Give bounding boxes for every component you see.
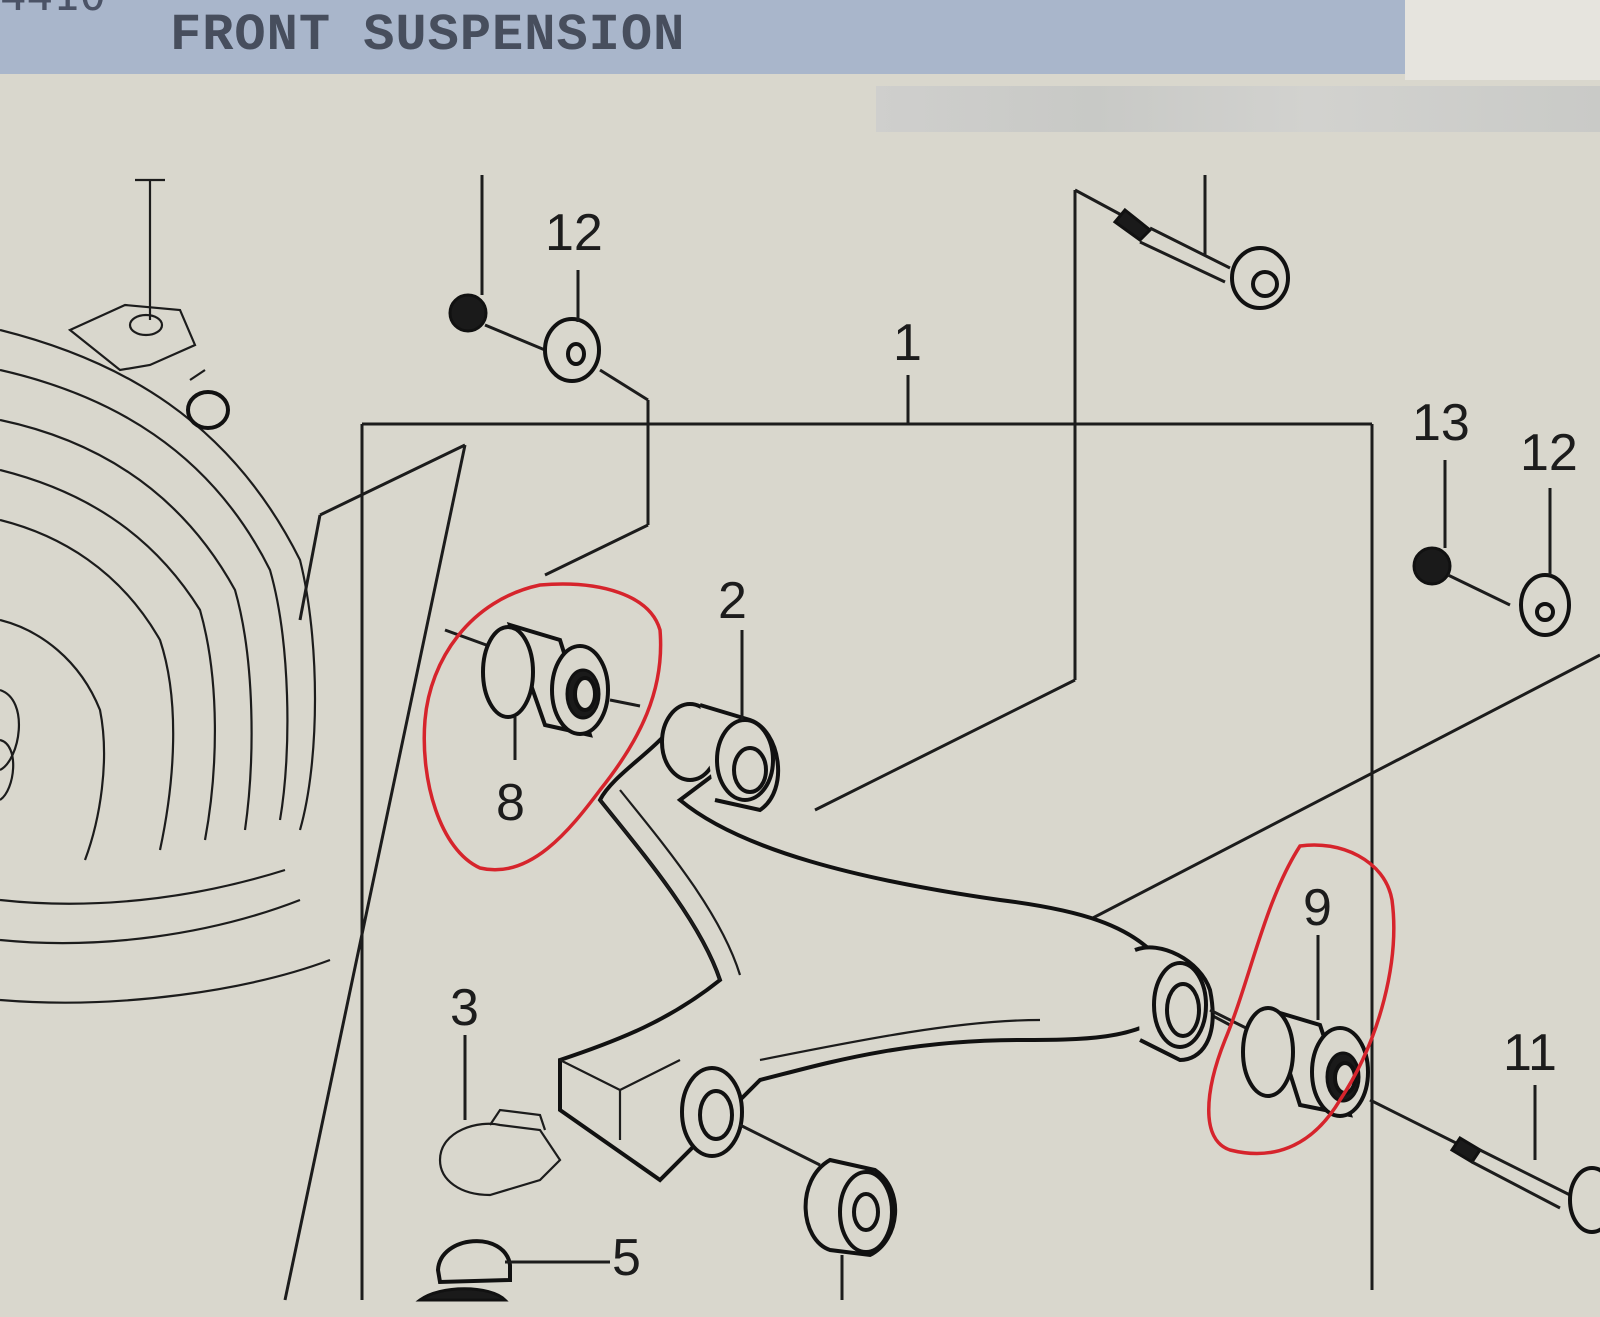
header-edge [1405, 0, 1600, 80]
brake-disc-assembly [0, 178, 331, 1004]
callout-12-left: 12 [545, 204, 603, 262]
diagram-header: 4410 FRONT SUSPENSION [0, 0, 1405, 74]
highlight-bushing-9 [1207, 843, 1396, 1156]
section-code: 4410 [0, 0, 106, 21]
callout-2: 2 [718, 572, 747, 630]
ball-joint [415, 1035, 610, 1302]
highlight-bushing-8 [422, 582, 663, 872]
callout-5: 5 [612, 1229, 641, 1287]
bushing-9 [1209, 935, 1370, 1118]
arm-front-bush [660, 630, 781, 813]
bushing-8 [444, 621, 641, 760]
callout-3: 3 [450, 979, 479, 1037]
callout-frame [283, 188, 1600, 1301]
upper-bolt-group [448, 175, 601, 383]
callout-12-right: 12 [1520, 424, 1578, 482]
lower-bush [680, 1066, 898, 1300]
lower-bolt-11 [1369, 1085, 1600, 1234]
top-long-bolt [1112, 175, 1290, 310]
callout-1: 1 [893, 314, 922, 372]
callout-13: 13 [1412, 394, 1470, 452]
callout-8: 8 [496, 774, 525, 832]
callout-11: 11 [1503, 1024, 1557, 1082]
callout-9: 9 [1303, 879, 1332, 937]
section-title: FRONT SUSPENSION [170, 6, 686, 65]
control-arm [558, 719, 1173, 1183]
right-bolt-group [1412, 460, 1571, 637]
arm-rear-bush [1134, 945, 1215, 1063]
redacted-bar [876, 86, 1600, 132]
